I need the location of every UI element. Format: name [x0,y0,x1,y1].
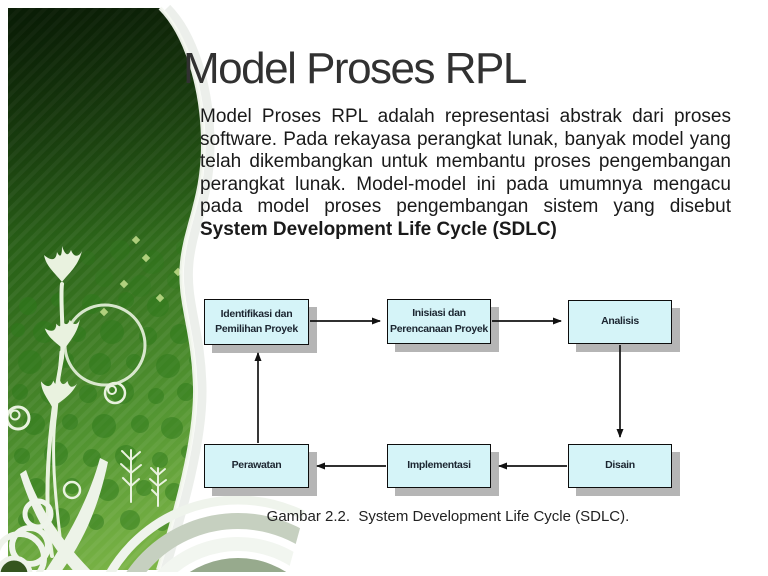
flowchart-box-analisis: Analisis [568,300,672,344]
flowchart-box-inisiasi: Inisiasi dan Perencanaan Proyek [387,299,491,344]
flowchart-box-perawatan: Perawatan [204,444,309,488]
polka-dots-faint [81,240,204,304]
top-dark-vignette [8,8,204,570]
green-wave-shape [8,8,204,570]
paragraph-bold-text: System Development Life Cycle (SDLC) [200,218,557,240]
slide-title: Model Proses RPL [183,44,527,93]
flowchart-box-disain: Disain [568,444,672,488]
crossing-blades [20,458,108,570]
sparkle-diamonds [99,235,183,317]
figure-caption: Gambar 2.2. System Development Life Cycl… [266,508,630,525]
sprig-tree-icon [120,449,167,507]
polka-dots [11,292,201,531]
ring-circles [9,498,54,567]
tulip-flower-icon [40,246,82,408]
flowchart-box-implementasi: Implementasi [387,444,491,488]
paragraph-text: Model Proses RPL adalah representasi abs… [200,106,731,218]
intro-paragraph: Model Proses RPL adalah representasi abs… [200,106,731,242]
flowchart-box-identifikasi: Identifikasi dan Pemilihan Proyek [204,299,309,345]
diagonal-stripes-texture [8,8,204,570]
floral-flourish [8,282,147,562]
